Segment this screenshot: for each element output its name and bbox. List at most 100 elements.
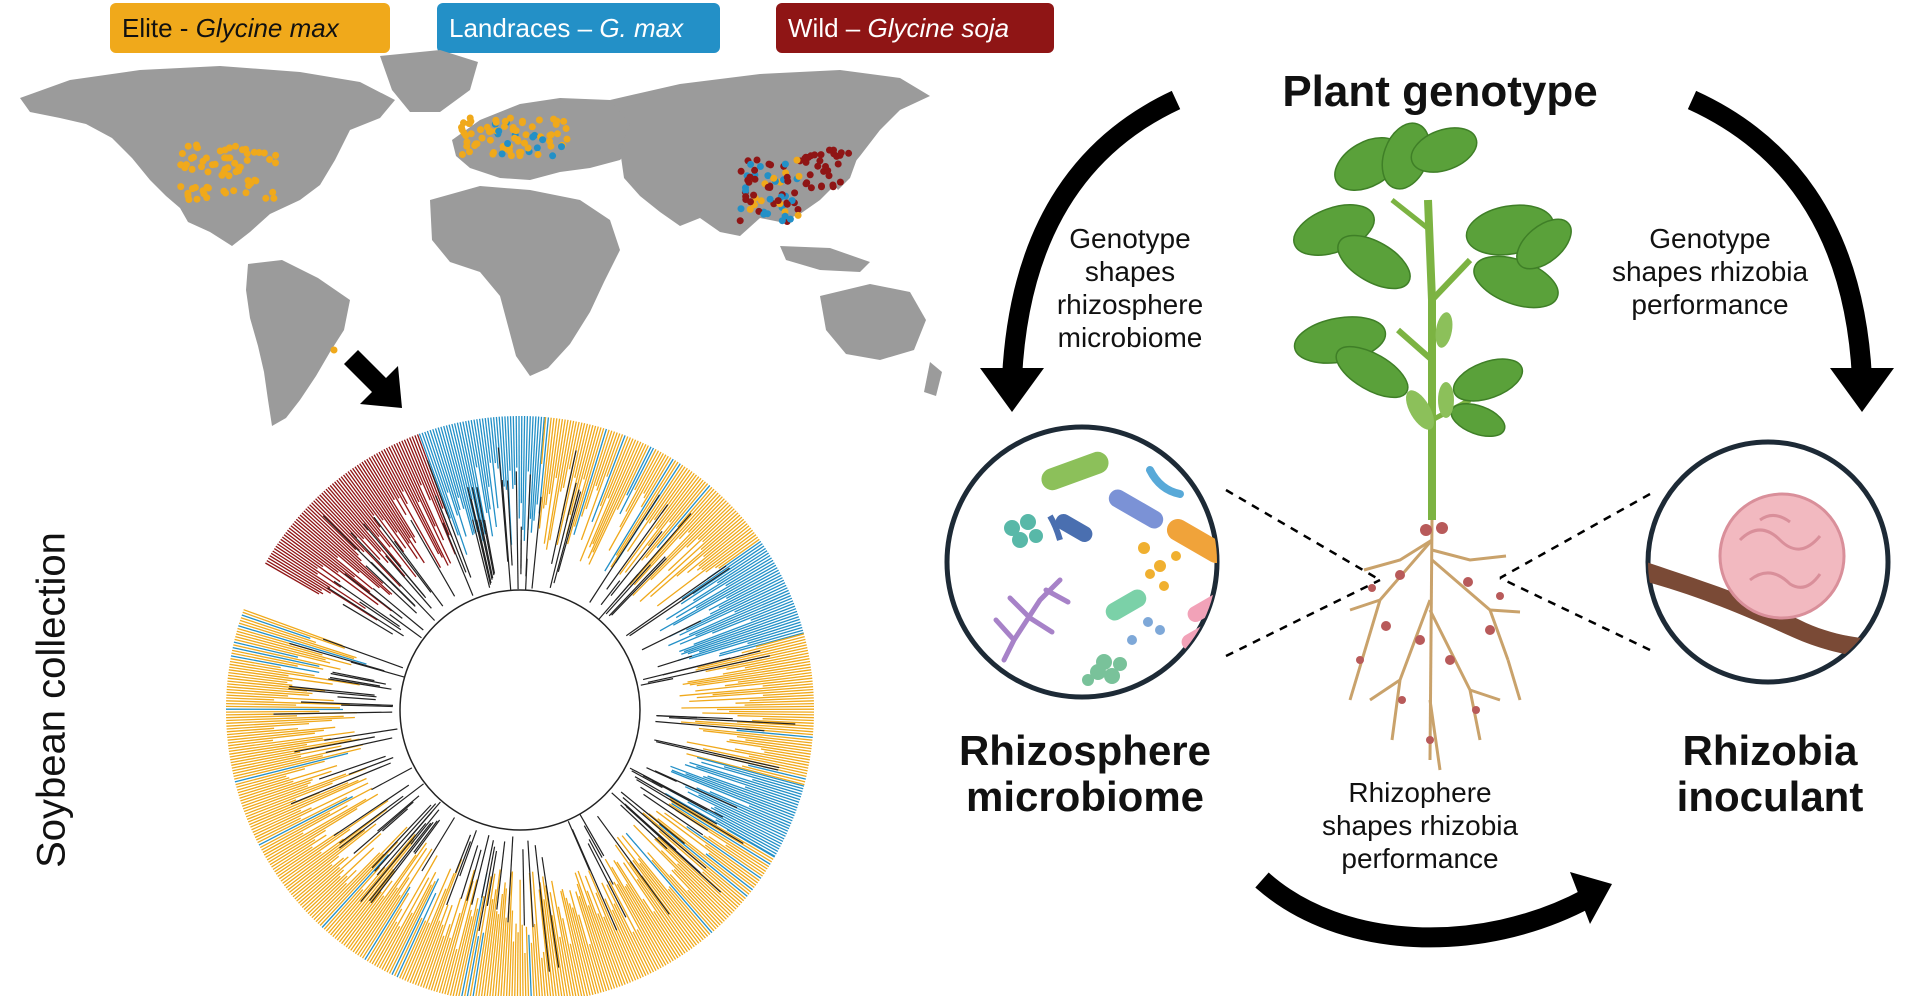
tree-leaf-branch bbox=[226, 697, 275, 701]
tree-leaf-branch bbox=[408, 437, 450, 536]
tree-internal-branch bbox=[611, 557, 667, 616]
tree-leaf-branch bbox=[259, 787, 373, 849]
tree-leaf-branch bbox=[701, 529, 753, 571]
tree-leaf-branch bbox=[230, 738, 352, 761]
tree-leaf-branch bbox=[418, 433, 451, 519]
tree-leaf-branch bbox=[238, 764, 338, 797]
tree-leaf-branch bbox=[406, 888, 447, 982]
tree-leaf-branch bbox=[465, 420, 487, 529]
tree-leaf-branch bbox=[334, 481, 380, 538]
tree-leaf-branch bbox=[235, 760, 325, 786]
tree-leaf-branch bbox=[560, 890, 586, 996]
tree-leaf-branch bbox=[311, 502, 361, 551]
tree-leaf-branch bbox=[741, 635, 805, 654]
map-africa bbox=[430, 186, 620, 376]
map-sample-point bbox=[262, 194, 270, 202]
tree-leaf-branch bbox=[336, 868, 395, 941]
tree-leaf-branch bbox=[317, 496, 358, 539]
rhizosphere-microbiome-label: Rhizosphere microbiome bbox=[958, 727, 1212, 821]
tree-leaf-branch bbox=[585, 430, 613, 510]
map-sample-point bbox=[845, 149, 853, 157]
tree-leaf-branch bbox=[307, 506, 359, 556]
tree-leaf-branch bbox=[363, 460, 417, 544]
map-sample-point bbox=[506, 147, 513, 155]
tree-internal-branch bbox=[588, 839, 614, 885]
tree-leaf-branch bbox=[226, 702, 297, 706]
tree-internal-branch bbox=[454, 834, 472, 874]
tree-leaf-branch bbox=[724, 674, 813, 687]
map-sample-point bbox=[222, 189, 230, 197]
tree-leaf-branch bbox=[347, 471, 384, 521]
tree-leaf-branch bbox=[625, 450, 660, 512]
map-sample-point bbox=[230, 187, 238, 195]
tree-leaf-branch bbox=[669, 479, 704, 523]
map-sample-point bbox=[783, 173, 791, 181]
tree-leaf-branch bbox=[666, 554, 771, 621]
map-sample-point bbox=[804, 153, 812, 161]
tree-internal-branch bbox=[435, 495, 467, 573]
tree-leaf-branch bbox=[568, 903, 594, 995]
map-sample-point bbox=[462, 132, 470, 140]
tree-internal-branch bbox=[587, 843, 627, 918]
map-sample-point bbox=[193, 141, 200, 149]
tree-leaf-branch bbox=[588, 444, 647, 565]
tree-internal-branch bbox=[579, 813, 605, 857]
tree-leaf-branch bbox=[716, 550, 768, 584]
tree-leaf-branch bbox=[677, 863, 731, 916]
tree-leaf-branch bbox=[226, 700, 351, 706]
map-sample-point bbox=[774, 197, 782, 205]
tree-internal-branch bbox=[641, 620, 702, 651]
tree-leaf-branch bbox=[301, 512, 393, 595]
map-sample-point bbox=[786, 215, 794, 223]
tree-leaf-branch bbox=[378, 877, 430, 969]
tree-leaf-branch bbox=[470, 419, 488, 514]
tree-internal-branch bbox=[373, 516, 432, 593]
map-sample-point bbox=[177, 161, 185, 169]
tree-leaf-branch bbox=[303, 875, 341, 911]
tree-leaf-branch bbox=[242, 785, 309, 810]
tree-leaf-branch bbox=[231, 751, 301, 766]
tree-leaf-branch bbox=[702, 510, 737, 543]
tree-leaf-branch bbox=[277, 800, 389, 878]
tree-leaf-branch bbox=[645, 464, 684, 521]
tree-leaf-branch bbox=[583, 426, 599, 480]
tree-leaf-branch bbox=[692, 545, 765, 595]
tree-leaf-branch bbox=[696, 669, 812, 687]
tree-internal-branch bbox=[654, 739, 780, 769]
tree-leaf-branch bbox=[709, 577, 783, 615]
tree-leaf-branch bbox=[545, 418, 558, 506]
tree-leaf-branch bbox=[399, 920, 427, 979]
tree-leaf-branch bbox=[702, 871, 741, 906]
tree-internal-branch bbox=[624, 804, 701, 874]
tree-leaf-branch bbox=[453, 423, 473, 500]
tree-leaf-branch bbox=[655, 837, 735, 912]
tree-leaf-branch bbox=[653, 469, 691, 521]
tree-internal-branch bbox=[643, 793, 704, 836]
tree-leaf-branch bbox=[686, 741, 809, 766]
tree-internal-branch bbox=[365, 565, 418, 614]
map-sample-point bbox=[814, 162, 822, 170]
tree-leaf-branch bbox=[227, 683, 308, 692]
tree-leaf-branch bbox=[511, 941, 515, 996]
tree-leaf-branch bbox=[601, 882, 647, 976]
tree-leaf-branch bbox=[451, 423, 479, 533]
tree-leaf-branch bbox=[621, 835, 706, 939]
tree-leaf-branch bbox=[641, 481, 706, 561]
tree-internal-branch bbox=[333, 784, 410, 837]
map-sample-point bbox=[182, 161, 190, 169]
tree-leaf-branch bbox=[319, 841, 399, 926]
tree-leaf-branch bbox=[296, 856, 349, 902]
tree-leaf-branch bbox=[303, 510, 384, 584]
tree-leaf-branch bbox=[604, 858, 667, 966]
tree-leaf-branch bbox=[680, 721, 814, 733]
curved-arrow-bottom bbox=[1255, 872, 1612, 948]
tree-leaf-branch bbox=[455, 897, 479, 996]
map-sample-point bbox=[837, 149, 845, 157]
map-sample-point bbox=[791, 189, 799, 197]
tree-leaf-branch bbox=[626, 446, 652, 496]
tree-leaf-branch bbox=[675, 559, 774, 619]
tree-internal-branch bbox=[414, 819, 441, 855]
tree-leaf-branch bbox=[425, 935, 445, 989]
tree-internal-branch bbox=[460, 845, 479, 899]
tree-leaf-branch bbox=[381, 912, 413, 970]
